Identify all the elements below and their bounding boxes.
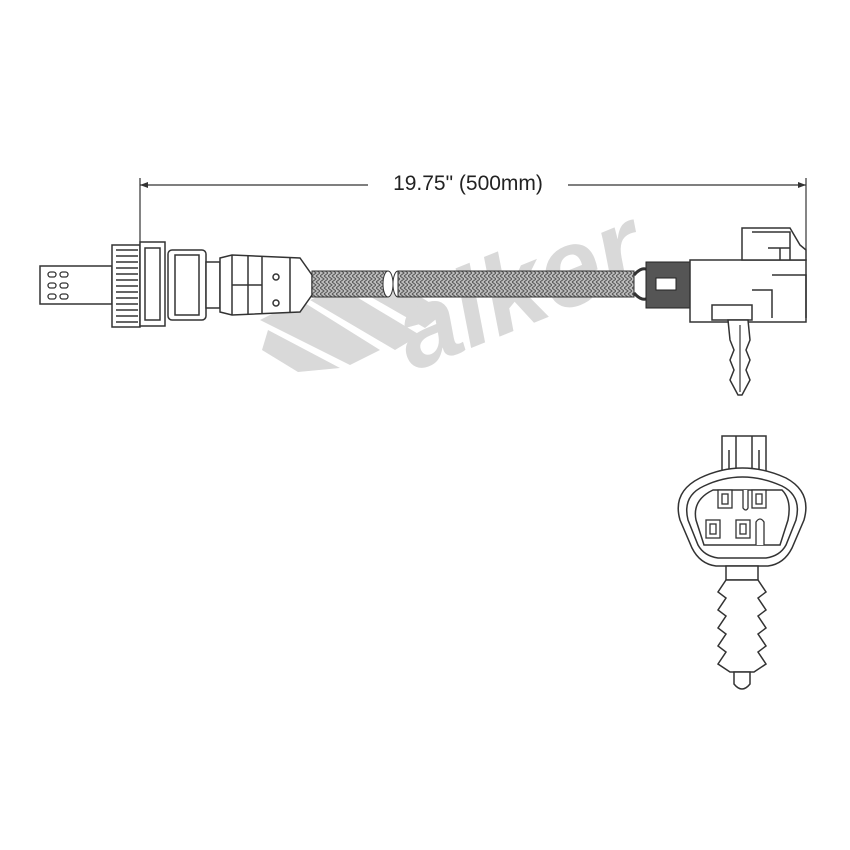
length-dimension-label: 19.75" (500mm) — [368, 171, 568, 197]
sensor-thread — [111, 244, 141, 328]
connector-front-view — [677, 435, 807, 690]
braided-cable — [311, 267, 649, 301]
connector-pin — [705, 489, 767, 545]
sensor-probe — [39, 265, 113, 305]
sensor-hex-body — [139, 241, 313, 327]
connector-side-view — [645, 227, 807, 396]
